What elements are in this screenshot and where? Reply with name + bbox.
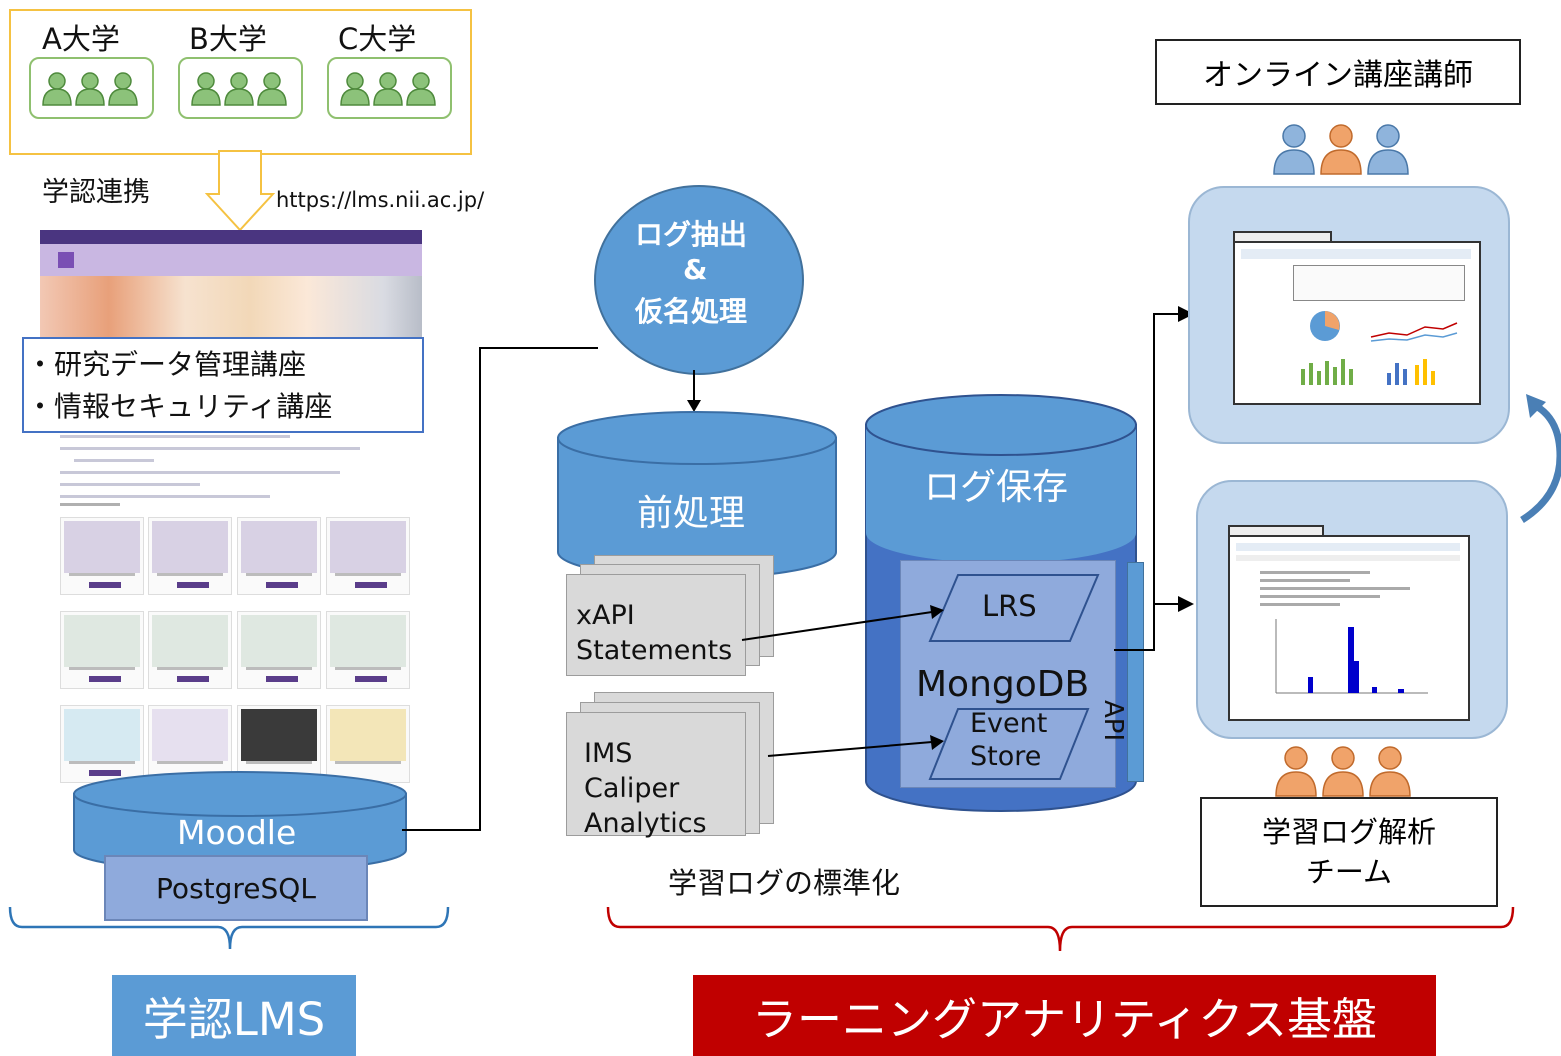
analysis-team-icon bbox=[1275, 746, 1411, 797]
event-store-line-1: Event bbox=[970, 708, 1048, 739]
course-tile[interactable] bbox=[326, 611, 410, 689]
users-group-icon bbox=[42, 72, 138, 106]
course-item-security: ・情報セキュリティ講座 bbox=[26, 390, 333, 423]
lms-top-bar bbox=[40, 230, 422, 244]
dashboard-window bbox=[1233, 241, 1481, 405]
moodle-label: Moodle bbox=[177, 813, 297, 852]
course-tile[interactable] bbox=[60, 611, 144, 689]
analysis-team-line-2: チーム bbox=[1305, 855, 1393, 889]
instructor-label-box: オンライン講座講師 bbox=[1155, 39, 1521, 105]
university-c-users bbox=[327, 57, 452, 119]
users-group-icon bbox=[191, 72, 287, 106]
api-label: API bbox=[1098, 700, 1128, 742]
university-b-label: B大学 bbox=[189, 22, 267, 56]
la-title-label: ラーニングアナリティクス基盤 bbox=[693, 975, 1436, 1056]
course-tile[interactable] bbox=[237, 517, 321, 595]
log-extract-line-3: 仮名処理 bbox=[635, 295, 748, 328]
caliper-label-line-2: Caliper bbox=[584, 773, 680, 804]
course-item-research-data: ・研究データ管理講座 bbox=[26, 348, 307, 381]
xapi-label-line-1: xAPI bbox=[576, 600, 635, 631]
university-c-label: C大学 bbox=[338, 22, 417, 56]
dashboard-line-chart-icon bbox=[1370, 322, 1458, 342]
lms-url[interactable]: https://lms.nii.ac.jp/ bbox=[276, 188, 485, 212]
mongodb-label: MongoDB bbox=[916, 664, 1090, 705]
course-tile[interactable] bbox=[60, 517, 144, 595]
dashboard-bar-chart-icon bbox=[1387, 359, 1435, 385]
dashboard-bar-chart-icon bbox=[1301, 359, 1353, 385]
caliper-sheet-front bbox=[566, 712, 746, 836]
standardization-label: 学習ログの標準化 bbox=[668, 866, 901, 900]
instructors-icon bbox=[1273, 124, 1409, 175]
lms-title-label: 学認LMS bbox=[112, 975, 356, 1056]
university-b-users bbox=[178, 57, 303, 119]
lms-content-area bbox=[40, 425, 422, 790]
log-extract-line-2: & bbox=[683, 253, 708, 286]
caliper-label-line-3: Analytics bbox=[584, 808, 707, 839]
log-store-title: ログ保存 bbox=[924, 467, 1069, 508]
university-a-label: A大学 bbox=[42, 22, 120, 56]
course-tile[interactable] bbox=[148, 517, 232, 595]
statement-arrows bbox=[741, 605, 944, 757]
moodle-to-extract-connector bbox=[402, 347, 598, 831]
course-tile[interactable] bbox=[148, 611, 232, 689]
analysis-histogram-icon bbox=[1275, 619, 1428, 694]
course-tile[interactable] bbox=[326, 517, 410, 595]
postgresql-box: PostgreSQL bbox=[104, 855, 368, 921]
lms-bracket bbox=[8, 906, 450, 950]
preprocess-cylinder bbox=[557, 411, 837, 579]
event-store-line-2: Store bbox=[970, 741, 1042, 772]
course-list-box bbox=[22, 337, 424, 433]
course-tile[interactable] bbox=[326, 705, 410, 783]
curved-arrow-icon bbox=[1520, 394, 1561, 523]
down-arrow-icon bbox=[205, 150, 275, 232]
lms-hero-image bbox=[40, 276, 422, 338]
preprocess-label: 前処理 bbox=[637, 493, 746, 534]
xapi-sheet-front bbox=[566, 574, 746, 676]
course-tile[interactable] bbox=[148, 705, 232, 783]
caliper-label-line-1: IMS bbox=[584, 738, 633, 769]
postgresql-label: PostgreSQL bbox=[156, 871, 316, 905]
log-extract-line-1: ログ抽出 bbox=[635, 218, 748, 251]
event-store-parallelogram bbox=[928, 708, 1090, 780]
users-group-icon bbox=[340, 72, 436, 106]
gakunin-link-label: 学認連携 bbox=[42, 177, 150, 208]
course-tile[interactable] bbox=[237, 611, 321, 689]
lms-header bbox=[40, 244, 422, 276]
lrs-label: LRS bbox=[982, 589, 1037, 623]
la-bracket bbox=[606, 906, 1515, 952]
api-bar bbox=[1127, 562, 1144, 782]
analysis-team-line-1: 学習ログ解析 bbox=[1261, 815, 1436, 849]
analysis-window bbox=[1228, 535, 1470, 721]
course-tile[interactable] bbox=[237, 705, 321, 783]
extract-to-preprocess-arrow bbox=[687, 370, 701, 412]
analysis-team-box: 学習ログ解析 チーム bbox=[1200, 797, 1498, 907]
university-a-users bbox=[29, 57, 154, 119]
lms-logo-icon bbox=[58, 252, 74, 268]
dashboard-pie-icon bbox=[1310, 311, 1340, 341]
api-to-screens-connector bbox=[1114, 306, 1194, 651]
xapi-label-line-2: Statements bbox=[576, 635, 733, 666]
lms-screenshot bbox=[40, 230, 422, 790]
lrs-parallelogram bbox=[928, 574, 1100, 642]
log-extract-circle bbox=[594, 185, 804, 375]
